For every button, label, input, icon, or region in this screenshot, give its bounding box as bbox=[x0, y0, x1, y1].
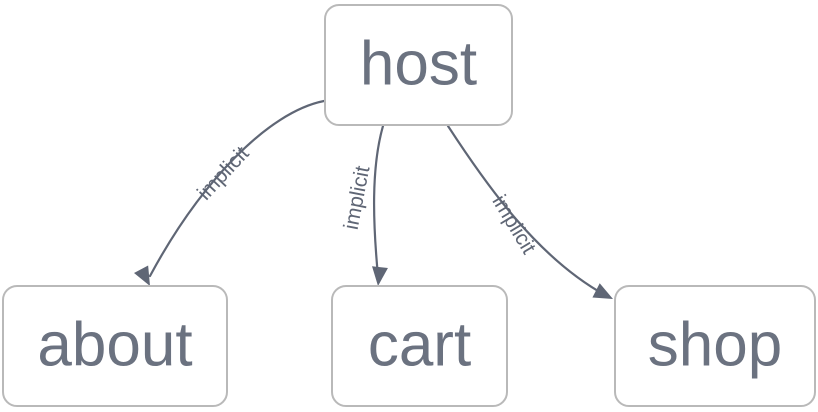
edge-label-host-cart: implicit bbox=[340, 164, 375, 232]
edge-host-about[interactable]: implicit bbox=[134, 99, 326, 290]
node-cart-box bbox=[331, 285, 508, 407]
arrowhead-host-about bbox=[134, 265, 150, 286]
nodes-layer: host about cart shop bbox=[2, 4, 816, 407]
edge-host-cart[interactable]: implicit bbox=[340, 124, 388, 287]
edge-label-host-shop: implicit bbox=[487, 191, 540, 258]
edge-path-host-about bbox=[148, 99, 326, 278]
node-about-label: about bbox=[37, 310, 192, 379]
node-shop-box bbox=[614, 285, 816, 407]
edge-label-host-about: implicit bbox=[193, 142, 254, 205]
edge-path-host-cart bbox=[372, 124, 385, 278]
node-about-box bbox=[2, 285, 228, 407]
arrowhead-host-shop bbox=[592, 283, 613, 299]
node-host[interactable]: host bbox=[324, 4, 513, 126]
node-host-box bbox=[324, 4, 513, 126]
node-shop-label: shop bbox=[648, 310, 782, 379]
edges-layer: implicit implicit implicit bbox=[134, 99, 617, 306]
node-about[interactable]: about bbox=[2, 285, 228, 407]
edge-host-shop[interactable]: implicit bbox=[446, 124, 617, 306]
node-cart-label: cart bbox=[368, 310, 471, 379]
node-cart[interactable]: cart bbox=[331, 285, 508, 407]
node-shop[interactable]: shop bbox=[614, 285, 816, 407]
node-host-label: host bbox=[360, 29, 477, 98]
edge-path-host-shop bbox=[446, 124, 607, 297]
arrowhead-host-cart bbox=[372, 266, 388, 286]
